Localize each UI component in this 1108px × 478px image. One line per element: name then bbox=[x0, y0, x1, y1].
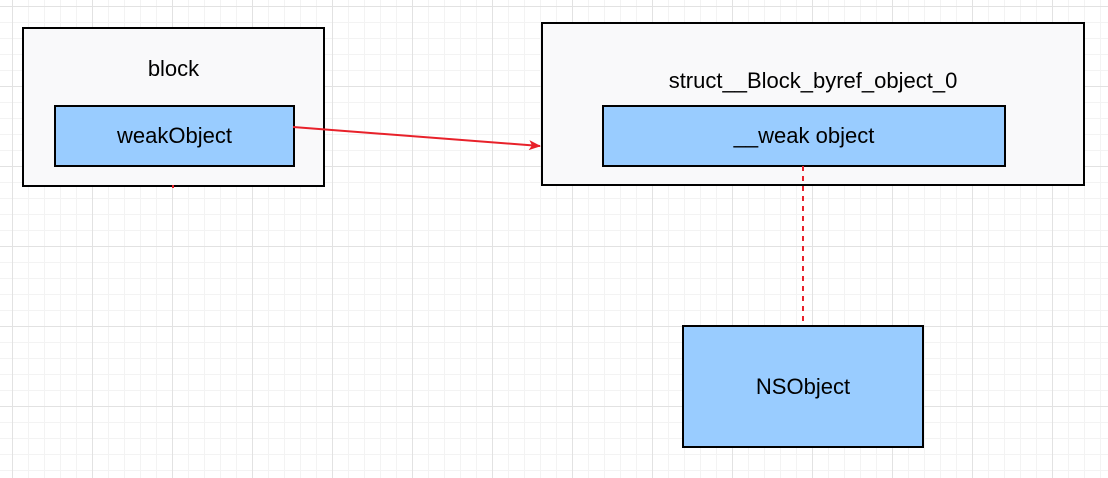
struct-title: struct__Block_byref_object_0 bbox=[668, 68, 958, 93]
weak-object-member-field: __weak object bbox=[602, 105, 1006, 167]
block-container: block weakObject bbox=[22, 27, 325, 187]
block-title: block bbox=[147, 56, 200, 81]
reference-arrow bbox=[292, 126, 541, 151]
weak-object-field: weakObject bbox=[54, 105, 295, 167]
struct-container: struct__Block_byref_object_0 __weak obje… bbox=[541, 22, 1085, 186]
nsobject-box: NSObject bbox=[682, 325, 924, 448]
